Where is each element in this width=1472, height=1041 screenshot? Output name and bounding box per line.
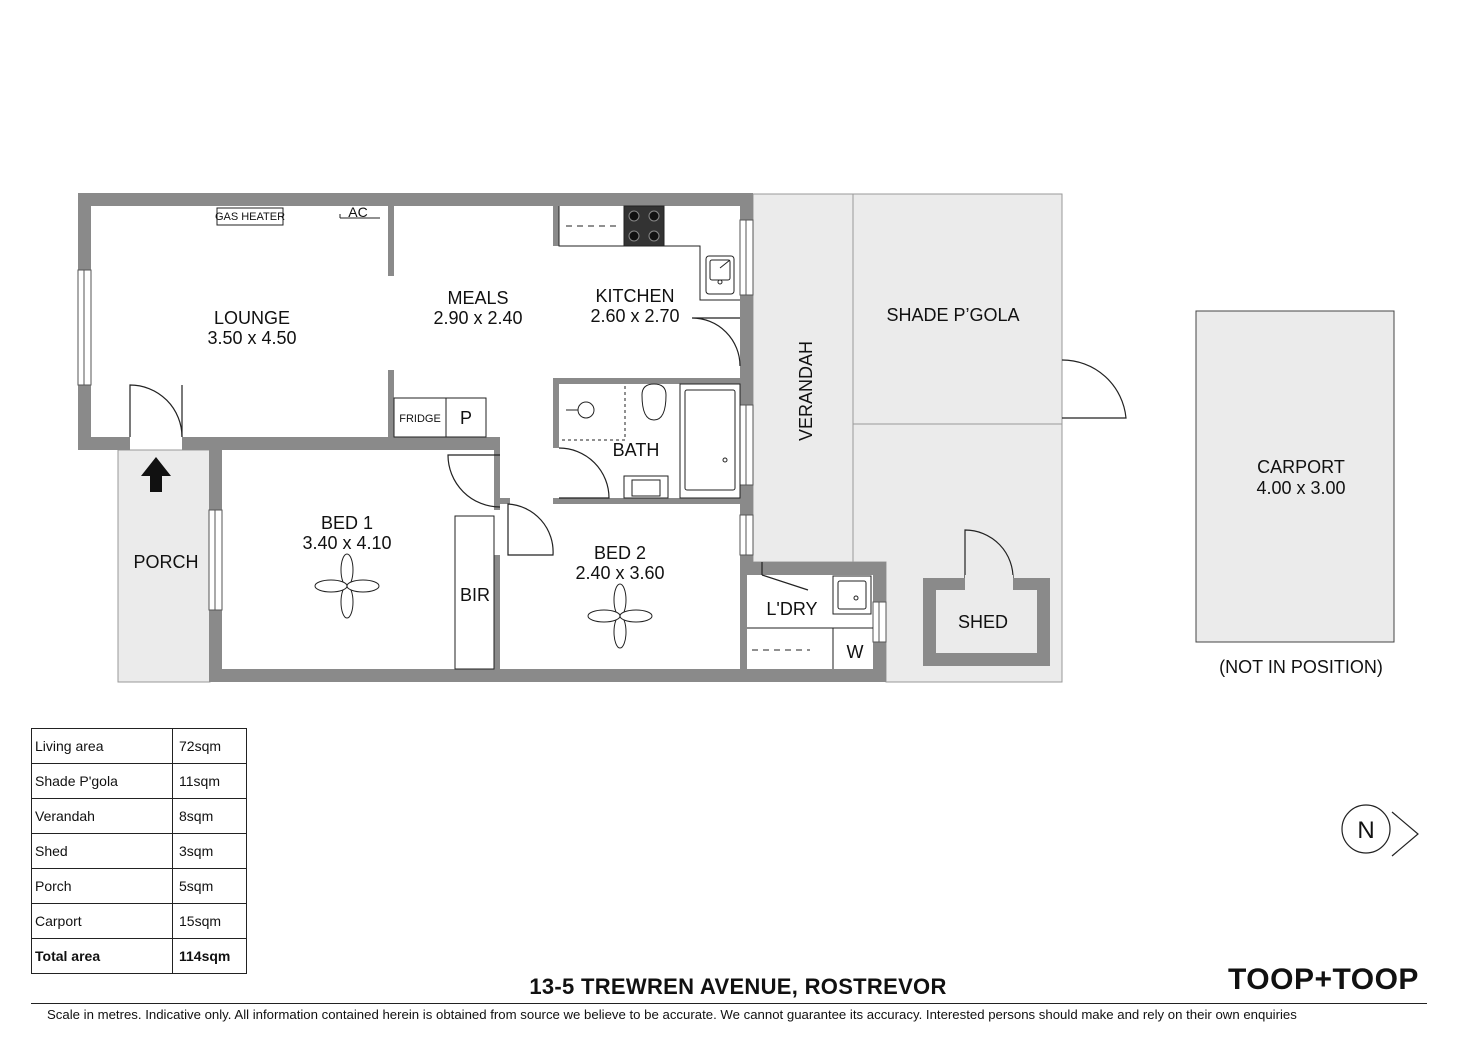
room-w-name: W [847,642,864,662]
porch-area [117,449,211,683]
shed-walls [923,578,1050,666]
entry-arrow-icon [141,457,171,492]
fridge-label: FRIDGE [399,413,441,425]
area-value: 5sqm [172,868,247,904]
area-name: Carport [31,903,173,939]
room-meals-dims: 2.90 x 2.40 [433,308,522,328]
fridge-pantry [393,397,487,438]
area-name: Living area [31,728,173,764]
area-name: Porch [31,868,173,904]
room-bed1-dims: 3.40 x 4.10 [302,533,391,553]
room-carport-dims: 4.00 x 3.00 [1256,478,1345,498]
room-verandah-name: VERANDAH [796,341,816,441]
area-value: 15sqm [172,903,247,939]
area-name: Verandah [31,798,173,834]
carport-area [1195,310,1395,643]
brand-logo: TOOP+TOOP [1228,963,1419,996]
ceiling-fan-icon [314,553,380,619]
pantry-label: P [460,408,472,428]
property-address: 13-5 TREWREN AVENUE, ROSTREVOR [529,974,947,999]
room-bed2-name: BED 2 [594,543,646,563]
ceiling-fan-icon [587,583,653,649]
room-kitchen-dims: 2.60 x 2.70 [590,306,679,326]
floor-plan: N LOUNGE 3.50 x 4.50 MEALS 2.90 x 2.40 K… [77,193,1419,857]
area-value: 114sqm [172,938,247,974]
room-bir-name: BIR [460,585,490,605]
bir [454,515,495,670]
shade-pergola-area [852,193,1063,425]
room-porch-name: PORCH [133,552,198,572]
kitchen-fixtures [558,205,740,301]
area-name: Shade P'gola [31,763,173,799]
room-lounge-name: LOUNGE [214,308,290,328]
room-shade-name: SHADE P’GOLA [886,305,1019,325]
room-lounge-dims: 3.50 x 4.50 [207,328,296,348]
area-value: 72sqm [172,728,247,764]
area-value: 8sqm [172,798,247,834]
room-shed-name: SHED [958,612,1008,632]
verandah-area [752,193,854,563]
ac-label: AC [348,204,367,220]
area-value: 3sqm [172,833,247,869]
room-bath-name: BATH [613,440,660,460]
laundry-fixtures [747,575,873,669]
disclaimer-text: Scale in metres. Indicative only. All in… [47,1007,1297,1022]
room-carport-name: CARPORT [1257,457,1345,477]
room-kitchen-name: KITCHEN [595,286,674,306]
lounge-fixtures [216,207,380,226]
room-meals-name: MEALS [447,288,508,308]
compass-icon [1341,804,1419,857]
bath-fixtures [562,383,741,499]
area-value: 11sqm [172,763,247,799]
gas-heater-label: GAS HEATER [215,211,285,223]
footer-divider [31,1003,1427,1004]
area-name: Shed [31,833,173,869]
room-bed1-name: BED 1 [321,513,373,533]
room-laundry-name: L'DRY [766,599,817,619]
carport-note: (NOT IN POSITION) [1219,657,1383,677]
compass-label: N [1357,817,1374,844]
doors [129,317,1127,591]
windows [77,219,887,643]
area-name: Total area [31,938,173,974]
room-bed2-dims: 2.40 x 3.60 [575,563,664,583]
